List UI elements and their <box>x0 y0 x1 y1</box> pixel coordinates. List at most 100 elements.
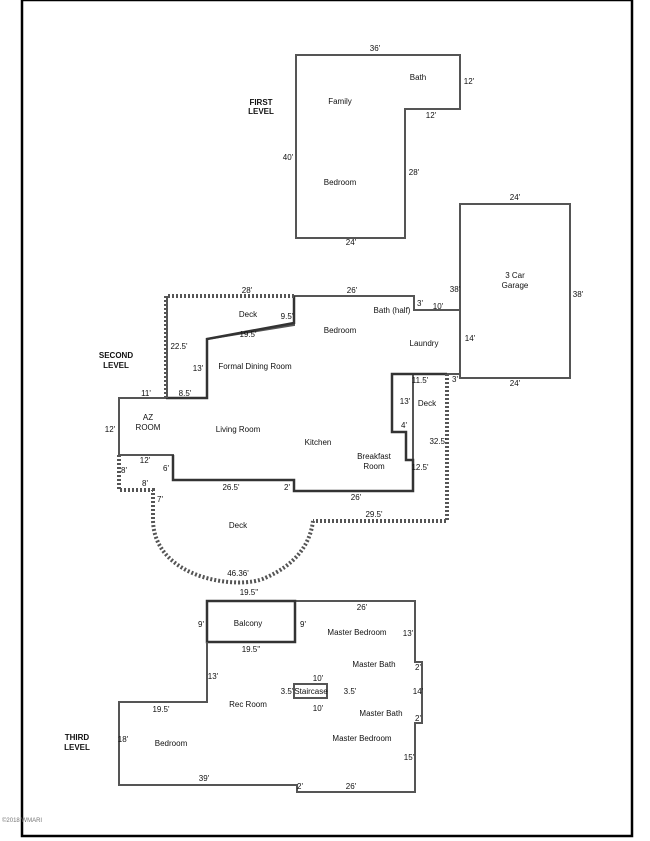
room-label-staircase: Staircase <box>294 687 328 696</box>
staircase-outline <box>293 683 328 699</box>
wall-top <box>294 295 460 311</box>
dimension-label: 13' <box>193 364 204 373</box>
room-label-garage: Garage <box>502 281 529 290</box>
dimension-label: 8' <box>121 466 127 475</box>
dimension-label: 19.5'' <box>242 645 261 654</box>
dimension-label: 3' <box>417 299 423 308</box>
room-label-az-room: ROOM <box>136 423 161 432</box>
room-label-bath: Bath <box>410 73 426 82</box>
dimension-label: 11.5' <box>412 376 429 385</box>
dimension-label: 3.5' <box>281 687 294 696</box>
room-label-deck: Deck <box>229 521 248 530</box>
room-label-kitchen: Kitchen <box>305 438 332 447</box>
dimension-label: 2' <box>415 663 421 672</box>
dimension-label: 12' <box>140 456 151 465</box>
deck-wall <box>166 296 296 400</box>
dimension-label: 12.5' <box>411 463 429 472</box>
room-label-master-bath: Master Bath <box>359 709 402 718</box>
dimension-label: 13' <box>400 397 411 406</box>
watermark: ©2018 WMARI <box>2 817 42 824</box>
dimension-label: 9' <box>198 620 204 629</box>
dimension-label: 29.5' <box>365 510 383 519</box>
wall-bottom <box>119 373 459 492</box>
dimension-label: 11' <box>141 389 151 398</box>
dimension-label: 12' <box>105 425 116 434</box>
dimension-label: 22.5' <box>170 342 188 351</box>
room-label-breakfast: Room <box>363 462 385 471</box>
dimension-label: 6' <box>163 464 169 473</box>
dimension-label: 12' <box>464 77 475 86</box>
garage: 3 Car Garage 24' 38' 38' 10' 3' 14' 24' … <box>417 193 584 388</box>
dimension-label: 38' <box>450 285 461 294</box>
dimension-label: 10' <box>433 302 444 311</box>
balcony-outline <box>205 599 297 644</box>
dimension-label: 10' <box>313 704 324 713</box>
dimension-label: 10' <box>313 674 324 683</box>
dimension-label: 36' <box>370 44 381 53</box>
level-label: FIRST <box>249 98 272 107</box>
deck-edge <box>164 294 294 398</box>
level-label: LEVEL <box>103 361 129 370</box>
dimension-label: 14' <box>413 687 424 696</box>
room-label-master-bedroom: Master Bedroom <box>332 734 391 743</box>
room-label-master-bath: Master Bath <box>352 660 395 669</box>
dimension-label: 2' <box>415 714 421 723</box>
dimension-label: 8.5' <box>179 389 192 398</box>
dimension-label: 26' <box>351 493 362 502</box>
dimension-label: 19.5'' <box>240 588 259 597</box>
dimension-label: 2' <box>284 483 290 492</box>
room-label-living-room: Living Room <box>216 425 261 434</box>
dimension-label: 3' <box>452 375 458 384</box>
garage-outline <box>459 203 571 379</box>
room-label-bedroom: Bedroom <box>155 739 188 748</box>
dimension-label: 13' <box>208 672 219 681</box>
dimension-label: 26' <box>357 603 368 612</box>
dimension-label: 7' <box>157 495 163 504</box>
dimension-label: 46.36' <box>227 569 249 578</box>
dimension-label: 19.5' <box>152 705 170 714</box>
dimension-label: 2' <box>297 782 303 791</box>
dimension-label: 3.5' <box>344 687 357 696</box>
dimension-label: 24' <box>510 193 521 202</box>
dimension-label: 32.5' <box>429 437 447 446</box>
level-label: THIRD <box>65 733 90 742</box>
dimension-label: 15' <box>404 753 415 762</box>
dimension-label: 28' <box>409 168 420 177</box>
deck-edge <box>313 374 449 523</box>
room-label-rec-room: Rec Room <box>229 700 267 709</box>
kitchen-wall <box>171 372 447 493</box>
level-label: LEVEL <box>64 743 90 752</box>
first-level: FIRST LEVEL Family Bath Bedroom 36' 12' … <box>248 44 475 247</box>
dimension-label: 12' <box>426 111 437 120</box>
dimension-label: 4' <box>401 421 407 430</box>
dimension-label: 28' <box>242 286 253 295</box>
dimension-label: 26' <box>347 286 358 295</box>
room-label-balcony: Balcony <box>234 619 262 628</box>
room-label-garage: 3 Car <box>505 271 525 280</box>
dimension-label: 40' <box>283 153 294 162</box>
deck-edge <box>117 455 155 521</box>
room-label-deck: Deck <box>418 399 437 408</box>
room-label-bath-half: Bath (half) <box>374 306 411 315</box>
room-label-family: Family <box>328 97 352 106</box>
dimension-label: 9' <box>300 620 306 629</box>
dimension-label: 26.5' <box>222 483 240 492</box>
page-border <box>20 0 634 838</box>
room-label-laundry: Laundry <box>410 339 439 348</box>
deck-arc <box>151 520 315 585</box>
dimension-label: 19.5' <box>239 330 257 339</box>
dimension-label: 24' <box>510 379 521 388</box>
dimension-label: 18' <box>118 735 129 744</box>
dimension-label: 39' <box>199 774 210 783</box>
room-label-formal-dining: Formal Dining Room <box>218 362 292 371</box>
dimension-label: 9.5' <box>281 312 294 321</box>
room-label-az-room: AZ <box>143 413 153 422</box>
room-label-master-bedroom: Master Bedroom <box>327 628 386 637</box>
room-label-deck: Deck <box>239 310 258 319</box>
third-level-outline <box>118 600 423 793</box>
room-label-bedroom: Bedroom <box>324 178 357 187</box>
dimension-label: 8' <box>142 479 148 488</box>
dimension-label: 38' <box>573 290 584 299</box>
room-label-breakfast: Breakfast <box>357 452 392 461</box>
